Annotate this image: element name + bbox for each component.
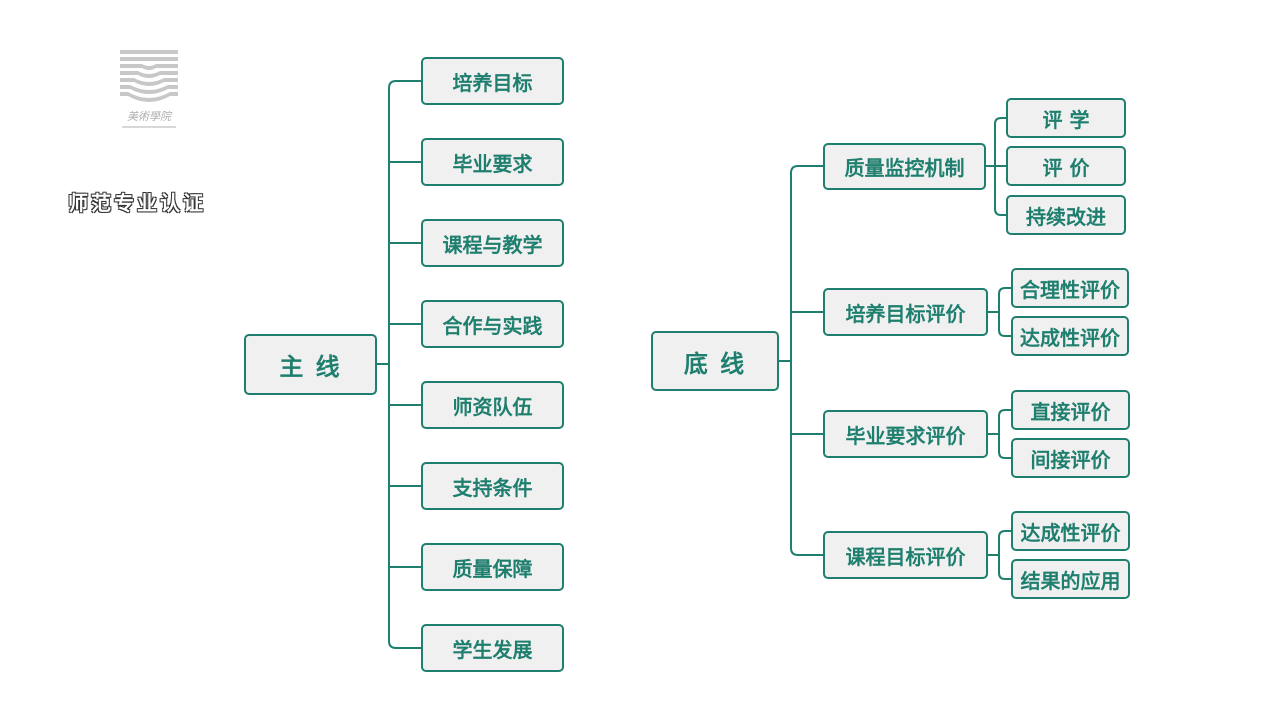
main-line-item: 课程与教学	[421, 219, 564, 267]
bottom-line-leaf: 达成性评价	[1011, 511, 1130, 551]
bottom-line-leaf: 评 价	[1006, 146, 1126, 186]
main-line-item: 支持条件	[421, 462, 564, 510]
bottom-line-leaf: 评 学	[1006, 98, 1126, 138]
bottom-line-leaf: 持续改进	[1006, 195, 1126, 235]
main-line-item: 质量保障	[421, 543, 564, 591]
bottom-line-leaf: 直接评价	[1011, 390, 1130, 430]
logo-text: 美術學院	[127, 110, 173, 123]
main-line-item: 合作与实践	[421, 300, 564, 348]
main-line-root: 主 线	[244, 334, 377, 395]
bottom-line-leaf: 间接评价	[1011, 438, 1130, 478]
bottom-line-leaf: 合理性评价	[1011, 268, 1129, 308]
bottom-line-root: 底 线	[651, 331, 779, 391]
bottom-line-group: 培养目标评价	[823, 288, 988, 336]
bottom-line-group: 质量监控机制	[823, 143, 986, 190]
main-line-item: 师资队伍	[421, 381, 564, 429]
bottom-line-leaf: 达成性评价	[1011, 316, 1129, 356]
bottom-line-leaf: 结果的应用	[1011, 559, 1130, 599]
page-title: 师范专业认证	[68, 191, 206, 215]
bottom-line-group: 毕业要求评价	[823, 410, 988, 458]
main-line-item: 培养目标	[421, 57, 564, 105]
main-line-item: 学生发展	[421, 624, 564, 672]
academy-logo-icon: 美術學院	[120, 50, 178, 128]
main-line-item: 毕业要求	[421, 138, 564, 186]
bottom-line-group: 课程目标评价	[823, 531, 988, 579]
